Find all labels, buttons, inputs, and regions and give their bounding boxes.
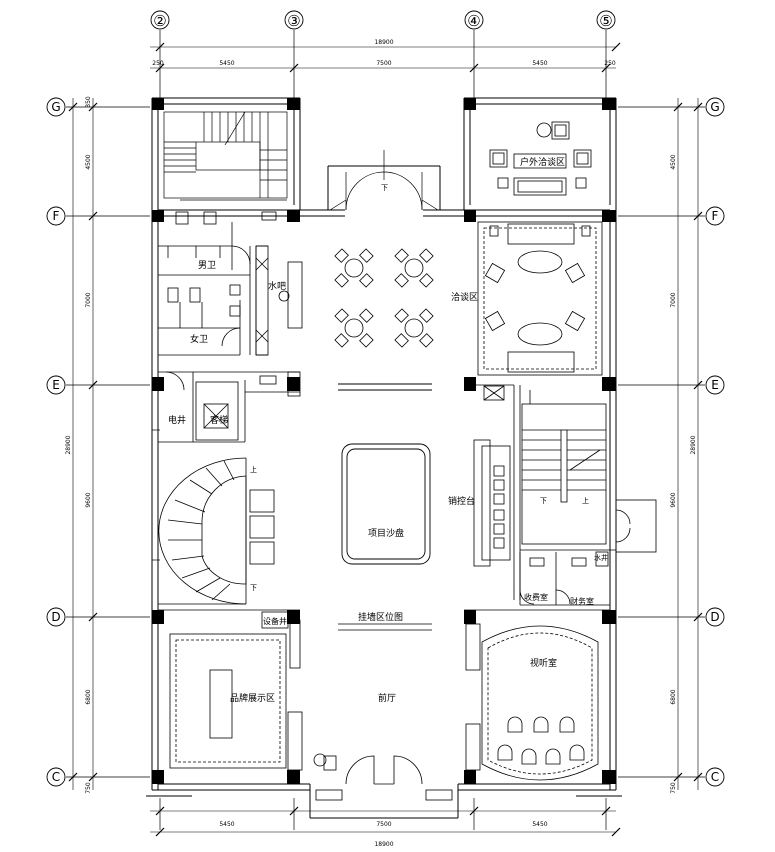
dim-top-edge-left: 250: [152, 60, 164, 67]
spiral-stair: [158, 457, 275, 605]
room-label-av-room: 视听室: [530, 657, 557, 669]
grid-label-col-3: ③: [287, 12, 300, 30]
grid-label-row-f-right: F: [712, 209, 719, 223]
grid-label-col-4: ④: [467, 12, 480, 30]
dimension-labels: 18900 5450 7500 5450 250 250 5450 7500 5…: [65, 39, 697, 848]
dim-left-edge-bottom: 750: [85, 782, 92, 794]
dim-right-gf: 4500: [670, 154, 677, 169]
dim-bottom-right: 5450: [532, 821, 547, 828]
outdoor-furniture: [489, 121, 592, 196]
grid-label-row-d-left: D: [51, 610, 60, 624]
dim-left-dc: 6800: [85, 689, 92, 704]
dim-bottom-mid: 7500: [376, 821, 391, 828]
shaft-elevator: [158, 371, 301, 443]
lobby-fixtures: [313, 753, 453, 801]
room-label-electric-shaft: 电井: [168, 414, 186, 426]
dim-top-left: 5450: [219, 60, 234, 67]
entry-top-doors: [329, 150, 439, 211]
brand-display: [169, 633, 303, 771]
room-label-talk-area: 洽谈区: [451, 291, 478, 303]
dim-right-edge-bottom: 750: [670, 782, 677, 794]
grid-bubble-labels: ② ③ ④ ⑤ G F E D C G F E D C: [51, 12, 719, 784]
dim-right-total: 28900: [690, 435, 697, 454]
room-label-mens-wc: 男卫: [198, 260, 216, 271]
room-label-finance: 财务室: [570, 596, 594, 606]
grid-label-row-d-right: D: [710, 610, 719, 624]
grid-label-row-g-right: G: [710, 100, 719, 114]
cashier-finance: [519, 551, 610, 606]
dim-bottom-left: 5450: [219, 821, 234, 828]
columns: [152, 98, 616, 784]
room-label-lobby: 前厅: [378, 692, 396, 704]
room-label-womens-wc: 女卫: [190, 333, 208, 345]
water-bar: [255, 211, 303, 356]
room-label-wall-panel: 挂墙区位图: [358, 611, 403, 623]
dim-top-right: 5450: [532, 60, 547, 67]
grid-bubbles: [46, 10, 725, 787]
interior-walls: [152, 429, 610, 611]
dim-left-total: 28900: [65, 435, 72, 454]
room-label-equipment-shaft: 设备井: [263, 616, 287, 626]
grid-label-row-g-left: G: [51, 100, 60, 114]
dim-right-ed: 9600: [670, 492, 677, 507]
dim-bottom-total: 18900: [374, 841, 393, 848]
room-label-cashier: 收费室: [524, 592, 548, 602]
talk-area: [477, 221, 603, 376]
lounge-tables: [334, 248, 434, 348]
grid-label-row-e-left: E: [52, 378, 60, 392]
sand-table: [338, 383, 432, 565]
dim-top-mid: 7500: [376, 60, 391, 67]
sales-desk: [473, 439, 511, 567]
dim-left-gf: 4500: [85, 154, 92, 169]
stair-up-label-left: 上: [250, 465, 257, 474]
restroom-walls: [158, 211, 268, 356]
grid-label-row-c-right: C: [711, 770, 719, 784]
dim-left-edge-top: 350: [85, 96, 92, 108]
stair-down-label-right: 下: [540, 497, 547, 505]
dim-left-ed: 9600: [85, 492, 92, 507]
entry-down-label: 下: [381, 184, 388, 192]
dim-right-fe: 7000: [670, 292, 677, 307]
room-label-brand-display: 品牌展示区: [230, 692, 275, 704]
dimension-lines: [68, 42, 703, 837]
dim-right-dc: 6800: [670, 689, 677, 704]
room-label-sand-table: 项目沙盘: [368, 527, 404, 539]
room-label-outdoor-talk: 户外洽谈区: [520, 156, 565, 168]
equipment-shaft: [261, 611, 432, 669]
grid-label-row-e-right: E: [711, 378, 719, 392]
dim-top-total: 18900: [374, 39, 393, 46]
stair-right: [476, 384, 657, 600]
room-label-water-bar: 水吧: [268, 280, 286, 292]
grid-axes: [66, 30, 705, 830]
dim-left-fe: 7000: [85, 292, 92, 307]
stair-down-label-left: 下: [250, 584, 257, 592]
dim-top-edge-right: 250: [604, 60, 616, 67]
grid-label-row-c-left: C: [52, 770, 60, 784]
room-label-sales-desk: 销控台: [448, 495, 475, 507]
exterior-walls: [146, 97, 622, 819]
grid-label-row-f-left: F: [53, 209, 60, 223]
room-label-elevator: 客梯: [210, 414, 228, 426]
stair-top-left: [163, 111, 288, 201]
grid-label-col-2: ②: [153, 12, 166, 30]
room-label-fire-shaft: 水井: [594, 553, 608, 562]
grid-label-col-5: ⑤: [599, 12, 612, 30]
stair-up-label-right: 上: [582, 496, 589, 505]
av-room: [465, 623, 599, 781]
